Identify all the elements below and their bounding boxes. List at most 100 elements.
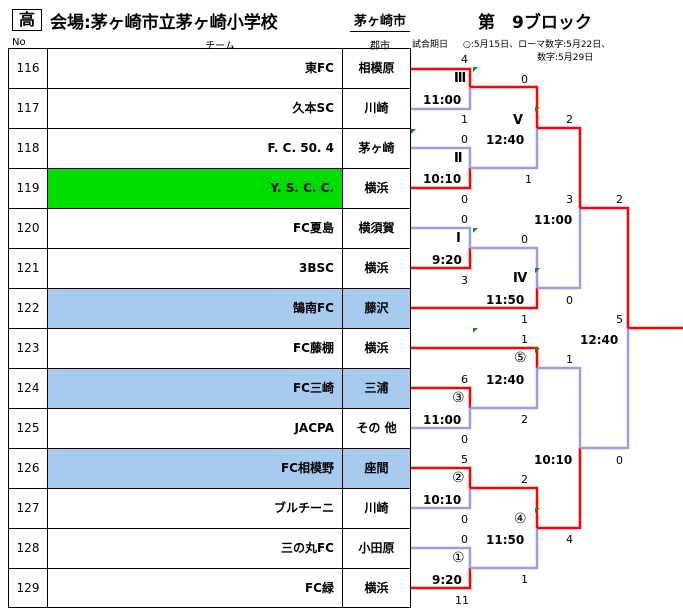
bracket-line	[537, 366, 582, 448]
team-city: 茅ヶ崎	[358, 141, 395, 155]
bracket-line	[470, 368, 539, 410]
score-label: 1	[566, 353, 573, 366]
score-label: 3	[461, 274, 468, 287]
team-name: FC三崎	[48, 369, 343, 408]
bracket-line	[411, 466, 472, 488]
bracket-line	[411, 67, 472, 87]
green-marker	[411, 129, 416, 134]
green-marker	[473, 228, 478, 233]
score-label: 0	[461, 193, 468, 206]
team-city: 川崎	[364, 101, 389, 115]
team-name: FC藤棚	[48, 329, 343, 368]
score-label: 2	[521, 473, 528, 486]
team-name: JACPA	[48, 409, 343, 448]
match-label-roman: Ⅰ	[456, 231, 461, 246]
match-label-circled: ⑤	[514, 350, 527, 366]
column-header-city: 郡市	[370, 41, 390, 52]
score-label: 11	[455, 594, 469, 607]
bracket-line	[580, 328, 630, 450]
score-label: 0	[521, 73, 528, 86]
team-name: 東FC	[48, 49, 343, 88]
team-city: 川崎	[364, 501, 389, 515]
score-label: 6	[461, 373, 468, 386]
team-no: 123	[9, 329, 48, 368]
level-badge: 高	[12, 9, 42, 31]
match-time: 12:40	[486, 373, 525, 387]
score-label: 1	[521, 573, 528, 586]
match-date-note-2: 数字:5月29日	[537, 53, 594, 63]
match-time: 11:00	[534, 213, 573, 227]
score-label: 1	[521, 333, 528, 346]
match-time: 12:40	[580, 333, 619, 347]
team-city: 横須賀	[358, 221, 395, 235]
team-city: 藤沢	[343, 289, 410, 328]
bracket-line	[470, 486, 539, 528]
green-marker	[473, 67, 478, 72]
team-no: 129	[9, 569, 48, 608]
team-city: 相模原	[358, 61, 395, 75]
bracket-line	[537, 208, 582, 290]
match-time: 9:20	[432, 253, 462, 267]
score-label: 4	[566, 533, 573, 546]
match-time: 9:20	[432, 573, 462, 587]
match-label-circled: ②	[452, 470, 465, 486]
green-marker	[535, 508, 540, 513]
score-label: 2	[566, 113, 573, 126]
team-name: FC緑	[48, 569, 343, 608]
block-title: 第 9ブロック	[478, 13, 592, 33]
team-city: 横浜	[364, 341, 389, 355]
team-no: 117	[9, 89, 48, 128]
team-city: その 他	[356, 421, 397, 435]
bracket-line	[470, 128, 539, 170]
team-no: 120	[9, 209, 48, 248]
column-header-team: チーム	[205, 41, 235, 52]
bracket-line	[411, 386, 472, 408]
venue-city: 茅ヶ崎市	[350, 10, 410, 32]
team-no: 116	[9, 49, 48, 88]
match-time: 10:10	[423, 493, 462, 507]
score-label: 2	[521, 413, 528, 426]
team-no: 119	[9, 169, 48, 208]
match-label-circled: ①	[452, 550, 465, 566]
score-label: 0	[461, 513, 468, 526]
score-label: 0	[461, 213, 468, 226]
match-label-roman: Ⅴ	[513, 113, 524, 128]
bracket-line	[411, 546, 472, 568]
green-marker	[473, 328, 478, 333]
bracket-line	[470, 528, 539, 570]
team-name: ブルチーニ	[48, 489, 343, 528]
match-label-roman: Ⅱ	[454, 151, 463, 166]
bracket-line	[537, 448, 582, 530]
team-no: 125	[9, 409, 48, 448]
score-label: 0	[566, 294, 573, 307]
team-name: 3BSC	[48, 249, 343, 288]
bracket-line	[470, 85, 539, 128]
match-time: 11:50	[486, 533, 525, 547]
score-label: 0	[521, 233, 528, 246]
bracket-line	[411, 488, 472, 510]
score-label: 0	[461, 133, 468, 146]
team-name: FC夏島	[48, 209, 343, 248]
team-name: 鵠南FC	[48, 289, 343, 328]
bracket-line	[411, 87, 472, 111]
match-label-circled: ④	[514, 511, 527, 527]
team-no: 118	[9, 129, 48, 168]
team-no: 122	[9, 289, 48, 328]
score-label: 1	[525, 173, 532, 186]
green-marker	[535, 107, 540, 112]
match-label-roman: Ⅲ	[454, 71, 467, 86]
